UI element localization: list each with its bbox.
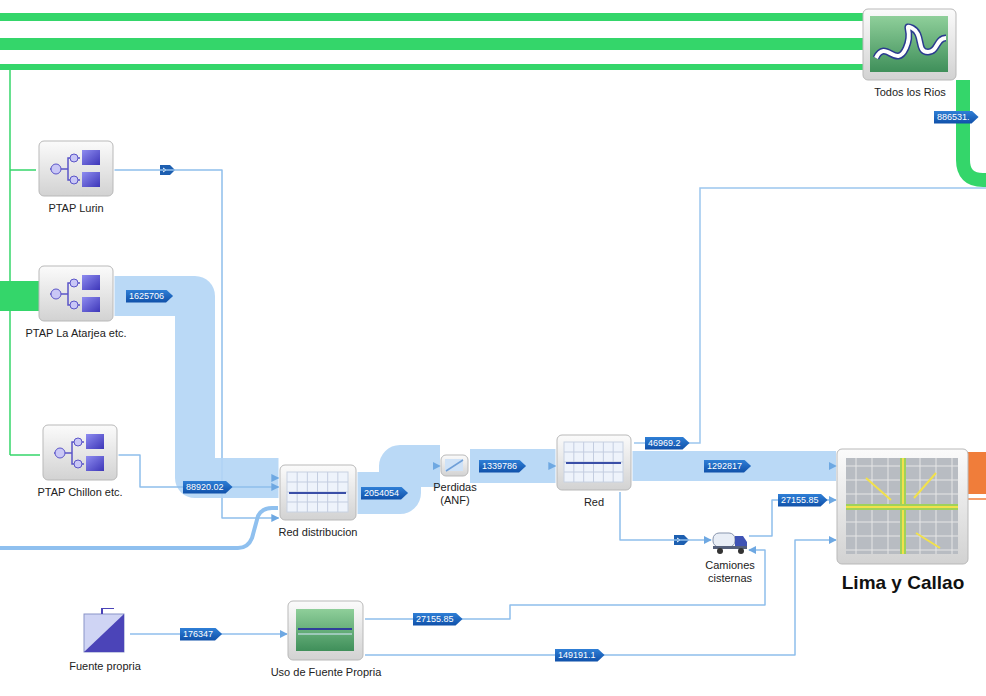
flow-node: Camiones cisternas bbox=[697, 526, 763, 586]
grid-icon bbox=[556, 434, 633, 492]
node-label: Uso de Fuente Propria bbox=[271, 666, 382, 679]
icon-frame bbox=[280, 465, 356, 520]
icon-frame bbox=[288, 601, 363, 660]
flow-node: PTAP Lurin bbox=[36, 140, 117, 216]
flow-value-tag: 1625706 bbox=[126, 290, 173, 303]
plant-symbol bbox=[42, 424, 119, 482]
truck-symbol bbox=[711, 526, 749, 556]
water-feed-band bbox=[0, 281, 40, 311]
plant-symbol bbox=[38, 140, 115, 198]
node-label: Lima y Callao bbox=[842, 572, 965, 595]
flow-node: Red distribucion bbox=[277, 464, 360, 540]
flow-node: PTAP La Atarjea etc. bbox=[23, 265, 129, 341]
icon-frame bbox=[557, 435, 631, 490]
flow-value-tag: 2054054 bbox=[361, 487, 408, 500]
inflow-line bbox=[0, 508, 278, 548]
flow-value-tag: 886531. bbox=[934, 111, 979, 124]
river-icon bbox=[862, 8, 958, 82]
river-flow bbox=[963, 80, 986, 180]
water-feed-line bbox=[10, 169, 36, 171]
grid-symbol bbox=[556, 434, 633, 492]
flow-value-tag: 27155.85 bbox=[778, 494, 828, 507]
node-label: Todos los Rios bbox=[874, 86, 946, 99]
flow-value-tag: 46969.2 bbox=[645, 437, 690, 450]
river-flow bbox=[0, 64, 870, 70]
plant-symbol bbox=[38, 265, 115, 323]
treatment-plant-symbol bbox=[50, 150, 100, 187]
icon-frame bbox=[441, 455, 468, 476]
grid-icon bbox=[279, 464, 358, 522]
flow-line bbox=[620, 492, 711, 540]
river-flow bbox=[0, 13, 870, 21]
plant-icon bbox=[42, 424, 119, 482]
node-label: PTAP Chillon etc. bbox=[37, 486, 122, 499]
node-label: Red bbox=[584, 496, 604, 509]
river-curve bbox=[876, 27, 946, 58]
flow-value-tag: 27155.85 bbox=[413, 613, 463, 626]
node-label: Red distribucion bbox=[279, 526, 358, 539]
loss-symbol bbox=[440, 454, 470, 478]
flow-value-tag: 149191.1 bbox=[555, 649, 605, 662]
grid-symbol bbox=[279, 464, 358, 522]
plant-icon bbox=[38, 265, 115, 323]
treatment-plant-symbol bbox=[50, 275, 100, 312]
icon-frame bbox=[837, 449, 968, 564]
flow-value-tag: 176347 bbox=[180, 628, 222, 641]
store-icon bbox=[287, 600, 365, 662]
flow-node: Uso de Fuente Propria bbox=[269, 600, 384, 680]
flow-band bbox=[115, 296, 279, 478]
flow-value-tag: 88920.02 bbox=[183, 481, 233, 494]
tap-symbol bbox=[80, 608, 130, 656]
city-icon bbox=[836, 448, 970, 566]
water-feed-line bbox=[9, 67, 11, 455]
loss-symbol bbox=[446, 460, 463, 471]
river-curve bbox=[876, 27, 946, 58]
flow-band bbox=[470, 449, 556, 483]
plant-icon bbox=[38, 140, 115, 198]
icon-frame bbox=[39, 266, 113, 321]
store-symbol bbox=[287, 600, 365, 662]
flow-node: Lima y Callao bbox=[834, 448, 972, 595]
node-label: PTAP La Atarjea etc. bbox=[25, 327, 126, 340]
network-grid-symbol bbox=[287, 472, 348, 512]
flow-line bbox=[115, 170, 279, 518]
flow-node: Todos los Rios bbox=[860, 8, 960, 100]
flow-line bbox=[365, 550, 765, 619]
node-label: Fuente propria bbox=[69, 660, 141, 673]
icon-frame bbox=[43, 425, 117, 480]
loss-symbol bbox=[445, 459, 463, 471]
river-picture bbox=[870, 16, 948, 72]
node-label: Perdidas (ANF) bbox=[429, 481, 481, 507]
treatment-plant-symbol bbox=[54, 434, 104, 471]
tanker-truck-symbol bbox=[713, 533, 747, 554]
outflow-line bbox=[634, 188, 986, 443]
node-label: Camiones cisternas bbox=[699, 559, 761, 585]
flow-node: PTAP Chillon etc. bbox=[35, 424, 125, 500]
flow-value-tag: 1339786 bbox=[479, 460, 526, 473]
network-grid-symbol bbox=[564, 442, 623, 482]
own-source-symbol bbox=[84, 608, 124, 652]
river-flow bbox=[0, 38, 870, 50]
own-use-symbol bbox=[296, 609, 354, 651]
flow-node: Red bbox=[554, 434, 635, 510]
flow-line bbox=[365, 540, 836, 655]
city-map-symbol bbox=[846, 458, 958, 554]
loss-icon bbox=[440, 454, 470, 478]
icon-frame bbox=[39, 141, 113, 196]
node-label: PTAP Lurin bbox=[48, 202, 103, 215]
tap-icon bbox=[80, 608, 130, 656]
truck-icon bbox=[711, 526, 749, 556]
icon-frame bbox=[863, 9, 956, 80]
flow-node: Fuente propria bbox=[67, 608, 143, 674]
flow-band bbox=[633, 451, 837, 481]
flow-node: Perdidas (ANF) bbox=[427, 454, 483, 508]
flow-value-tag: 1292817 bbox=[704, 460, 751, 473]
city-symbol bbox=[836, 448, 970, 566]
river-symbol bbox=[862, 8, 958, 82]
water-feed-line bbox=[10, 454, 40, 456]
